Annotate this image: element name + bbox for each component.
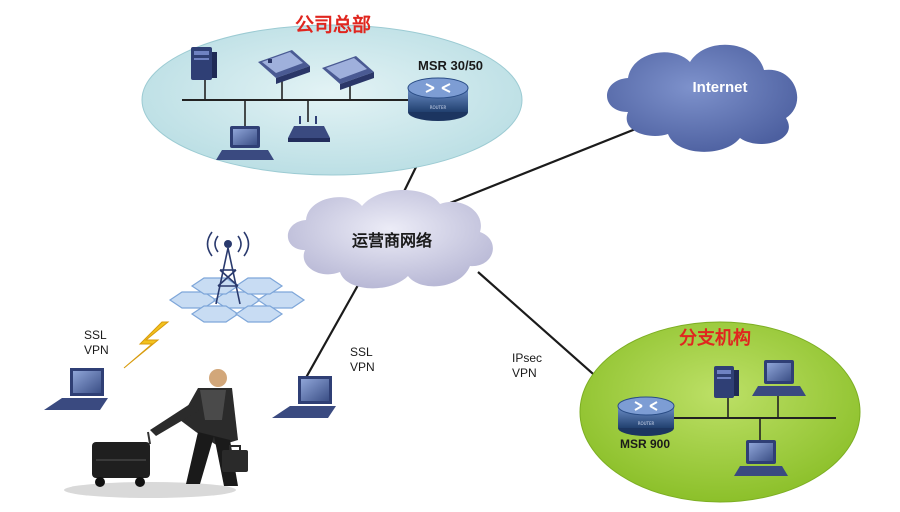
internet-cloud-shape: [607, 44, 798, 152]
ip-phone-icon: [258, 50, 310, 84]
svg-text:VPN: VPN: [84, 343, 109, 357]
lightning-icon: [123, 321, 170, 369]
ip-phone-icon: [322, 56, 374, 90]
branch-zone: 分支机构: [579, 321, 861, 503]
laptop-icon: [272, 376, 336, 418]
branch-title: 分支机构: [679, 327, 751, 348]
server-icon: [191, 47, 217, 80]
svg-text:SSL: SSL: [350, 345, 373, 359]
svg-text:SSL: SSL: [84, 328, 107, 342]
branch-router-label: MSR 900: [620, 437, 670, 451]
carrier-cloud-shape: [287, 190, 493, 289]
laptop-ssl-vpn-label: SSL VPN: [350, 345, 375, 374]
link-internet-carrier: [424, 114, 669, 215]
signal-waves-icon: [206, 231, 250, 257]
hq-title: 公司总部: [295, 13, 371, 36]
wireless-ap-icon: [288, 116, 330, 142]
internet-label: Internet: [692, 79, 747, 96]
laptop-icon: [44, 368, 108, 410]
pc-icon: [216, 126, 274, 160]
mobile-ssl-vpn-label: SSL VPN: [84, 328, 109, 357]
hq-router-label: MSR 30/50: [418, 58, 483, 73]
link-carrier-laptop: [302, 277, 363, 384]
svg-text:ROUTER: ROUTER: [638, 421, 655, 426]
svg-text:ROUTER: ROUTER: [430, 105, 447, 110]
server-icon: [714, 366, 739, 398]
hq-zone: 公司总部 MSR 30/50: [141, 13, 523, 176]
svg-text:VPN: VPN: [350, 360, 375, 374]
pc-icon: [752, 360, 806, 396]
internet-cloud: Internet: [607, 44, 798, 152]
cell-tower: [168, 231, 306, 323]
ipsec-vpn-label: IPsec VPN: [512, 351, 542, 380]
svg-text:IPsec: IPsec: [512, 351, 542, 365]
carrier-cloud: 运营商网络: [287, 190, 493, 289]
traveler-icon: [64, 369, 248, 498]
pc-icon: [734, 440, 788, 476]
carrier-label: 运营商网络: [352, 231, 432, 250]
router-icon: ROUTER: [407, 77, 469, 121]
router-icon: ROUTER: [617, 396, 675, 436]
svg-text:VPN: VPN: [512, 366, 537, 380]
